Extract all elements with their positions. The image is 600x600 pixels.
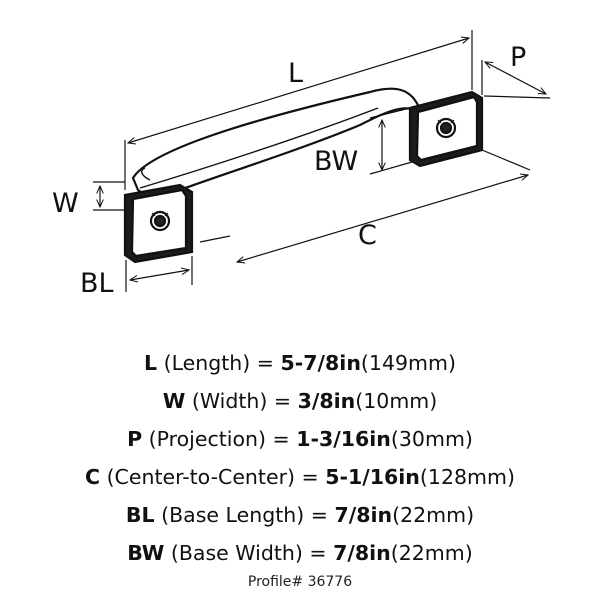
spec-name: (Width) = [185,389,298,413]
spec-metric: (22mm) [390,541,473,565]
spec-center-to-center: C (Center-to-Center) = 5-1/16in(128mm) [0,458,600,496]
dimension-specs: L (Length) = 5-7/8in(149mm) W (Width) = … [0,344,600,572]
spec-name: (Base Length) = [154,503,335,527]
spec-code: L [143,351,158,375]
spec-imperial: 5-7/8in [280,351,361,375]
spec-metric: (10mm) [355,389,438,413]
left-base [123,183,194,264]
spec-imperial: 5-1/16in [325,465,420,489]
label-W: W [52,188,79,219]
spec-imperial: 3/8in [297,389,356,413]
spec-code: C [85,465,101,489]
spec-base-width: BW (Base Width) = 7/8in(22mm) [0,534,600,572]
spec-name: (Base Width) = [164,541,334,565]
handle-dimension-drawing: L P BW W C BL [52,30,551,299]
spec-name: (Projection) = [142,427,297,451]
label-L: L [288,58,303,89]
spec-metric: (149mm) [360,351,456,375]
profile-number: Profile# 36776 [247,574,353,590]
spec-length: L (Length) = 5-7/8in(149mm) [0,344,600,382]
handle-bar [131,87,432,197]
spec-code: P [127,427,143,451]
dimension-lines [93,30,551,292]
spec-code: BL [125,503,155,527]
spec-name: (Center-to-Center) = [100,465,326,489]
spec-metric: (22mm) [392,503,475,527]
spec-imperial: 7/8in [333,541,391,565]
label-BW: BW [314,146,358,177]
spec-width: W (Width) = 3/8in(10mm) [0,382,600,420]
spec-code: BW [127,541,165,565]
label-P: P [510,42,526,73]
label-C: C [358,220,377,251]
right-base [408,90,484,168]
spec-imperial: 7/8in [334,503,393,527]
label-BL: BL [80,268,114,299]
spec-metric: (128mm) [419,465,515,489]
spec-metric: (30mm) [390,427,473,451]
spec-code: W [162,389,186,413]
spec-projection: P (Projection) = 1-3/16in(30mm) [0,420,600,458]
spec-name: (Length) = [157,351,281,375]
spec-base-length: BL (Base Length) = 7/8in(22mm) [0,496,600,534]
spec-imperial: 1-3/16in [296,427,391,451]
